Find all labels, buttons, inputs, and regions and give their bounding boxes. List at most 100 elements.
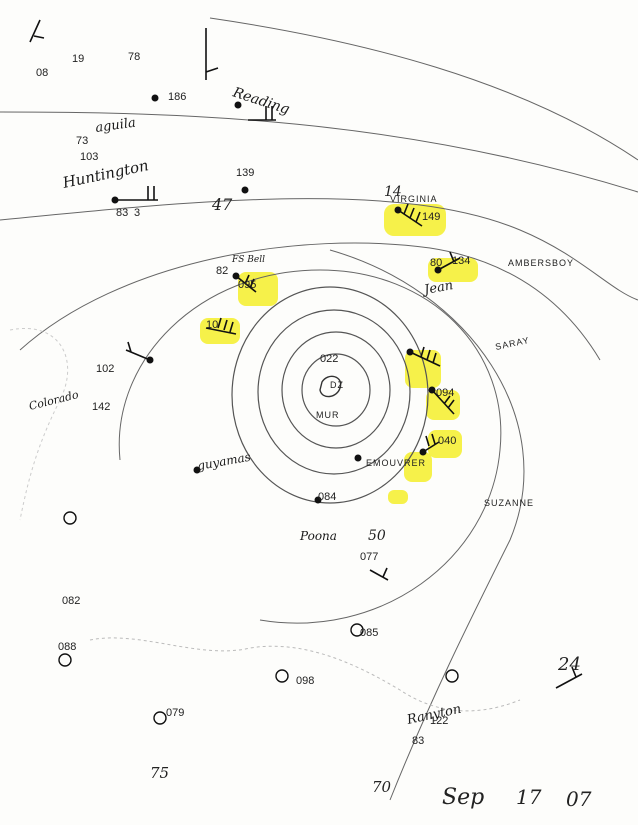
reading: 094 bbox=[436, 387, 454, 399]
wind-barb-icon bbox=[369, 567, 389, 581]
station-saray: SARAY bbox=[494, 335, 530, 352]
reading: 103 bbox=[80, 151, 98, 163]
reading: 134 bbox=[452, 255, 470, 267]
wind-barb-icon bbox=[409, 346, 441, 367]
reading: 73 bbox=[76, 135, 88, 147]
reading: 142 bbox=[92, 401, 110, 413]
station-colorado: Colorado bbox=[28, 388, 81, 413]
coastline-west bbox=[9, 328, 69, 521]
station-dot bbox=[193, 466, 201, 474]
reading: 139 bbox=[236, 167, 254, 179]
reading: 14 bbox=[384, 184, 402, 200]
wind-barb-icon bbox=[205, 317, 237, 335]
reading: 80 bbox=[430, 257, 442, 269]
wind-barb-icon bbox=[431, 389, 455, 415]
station-reading: Reading bbox=[230, 84, 292, 118]
reading: 83 bbox=[412, 735, 424, 747]
map-date: Sep 17 07 bbox=[442, 785, 592, 811]
station-suzanne: SUZANNE bbox=[484, 498, 534, 508]
reading: 149 bbox=[422, 211, 440, 223]
reading: 82 bbox=[216, 265, 228, 277]
station-readings: 78 08 19 186 73 103 83 3 139 14 149 80 1… bbox=[36, 51, 581, 796]
date-day: 17 bbox=[516, 785, 542, 809]
highlight-east-1 bbox=[405, 350, 441, 388]
reading: 186 bbox=[168, 91, 186, 103]
station-mur: MUR bbox=[316, 410, 340, 420]
latitude-label: 47 bbox=[211, 195, 233, 214]
coastline-south bbox=[89, 637, 521, 712]
reading: 122 bbox=[430, 715, 448, 727]
hurricane-isobars bbox=[231, 286, 429, 504]
station-fsbell: FS Bell bbox=[231, 255, 265, 265]
station-emouvrer: EMOUVRER bbox=[366, 458, 426, 468]
longitude-label: 75 bbox=[150, 764, 169, 782]
station-dot bbox=[151, 94, 159, 102]
station-jean: Jean bbox=[420, 278, 454, 298]
reading: 098 bbox=[296, 675, 314, 687]
highlight-east-2 bbox=[426, 390, 460, 420]
isobar-1 bbox=[231, 286, 429, 504]
pressure-lines bbox=[0, 17, 638, 801]
front-line-4 bbox=[19, 242, 601, 361]
reading: 095 bbox=[238, 279, 256, 291]
reading: 079 bbox=[166, 707, 184, 719]
front-line-1 bbox=[209, 17, 638, 161]
highlight-jean bbox=[428, 258, 478, 282]
station-dot bbox=[354, 454, 362, 462]
station-circle bbox=[63, 511, 77, 525]
highlight-east-4 bbox=[404, 452, 432, 482]
highlight-east-3 bbox=[428, 430, 462, 458]
wind-barb-icon bbox=[235, 274, 257, 293]
station-poona: Poona bbox=[299, 529, 337, 543]
wind-barb-icon bbox=[125, 341, 151, 361]
station-dot bbox=[111, 196, 119, 204]
wind-barb-icon bbox=[248, 106, 276, 121]
reading: 102 bbox=[96, 363, 114, 375]
reading: 022 bbox=[320, 353, 338, 365]
reading: 19 bbox=[72, 53, 84, 65]
station-ambersboy: AMBERSBOY bbox=[508, 258, 574, 268]
wind-barb-icon bbox=[437, 251, 461, 271]
station-aguila: aguila bbox=[94, 115, 136, 135]
reading: 082 bbox=[62, 595, 80, 607]
station-dz: DZ bbox=[330, 380, 344, 390]
reading: 077 bbox=[360, 551, 378, 563]
station-dot bbox=[241, 186, 249, 194]
reading: 040 bbox=[438, 435, 456, 447]
front-line-3 bbox=[0, 198, 638, 301]
station-guyamas: guyamas bbox=[196, 450, 252, 473]
station-virginia: VIRGINIA bbox=[390, 194, 438, 204]
coastline bbox=[9, 328, 521, 712]
wind-barb-icon bbox=[118, 186, 158, 201]
station-circle bbox=[153, 711, 167, 725]
isobar-4 bbox=[301, 353, 371, 427]
station-symbols bbox=[29, 19, 583, 725]
reading: 088 bbox=[58, 641, 76, 653]
date-month: Sep bbox=[442, 785, 484, 810]
isobar-2 bbox=[257, 309, 411, 475]
reading: 83 bbox=[116, 207, 128, 219]
wind-barb-icon bbox=[422, 433, 440, 453]
reading: 084 bbox=[318, 491, 336, 503]
station-circle bbox=[275, 669, 289, 683]
isobar-outer bbox=[118, 269, 502, 624]
reading: 3 bbox=[134, 207, 140, 219]
reading: 24 bbox=[557, 654, 581, 675]
longitude-label: 70 bbox=[372, 778, 392, 796]
front-line-5 bbox=[329, 249, 525, 801]
front-line-2 bbox=[0, 111, 638, 193]
wind-barb-icon bbox=[205, 28, 219, 80]
reading: 10 bbox=[206, 319, 218, 331]
station-dot bbox=[234, 101, 242, 109]
station-dot bbox=[314, 496, 322, 504]
date-year: 07 bbox=[566, 787, 592, 811]
highlight-fsbell bbox=[238, 272, 278, 306]
hurricane-eye-icon bbox=[319, 375, 342, 398]
reading: 08 bbox=[36, 67, 48, 79]
wind-barb-icon bbox=[397, 203, 423, 227]
station-circle bbox=[445, 669, 459, 683]
highlight-east-5 bbox=[388, 490, 408, 504]
reading: 085 bbox=[360, 627, 378, 639]
